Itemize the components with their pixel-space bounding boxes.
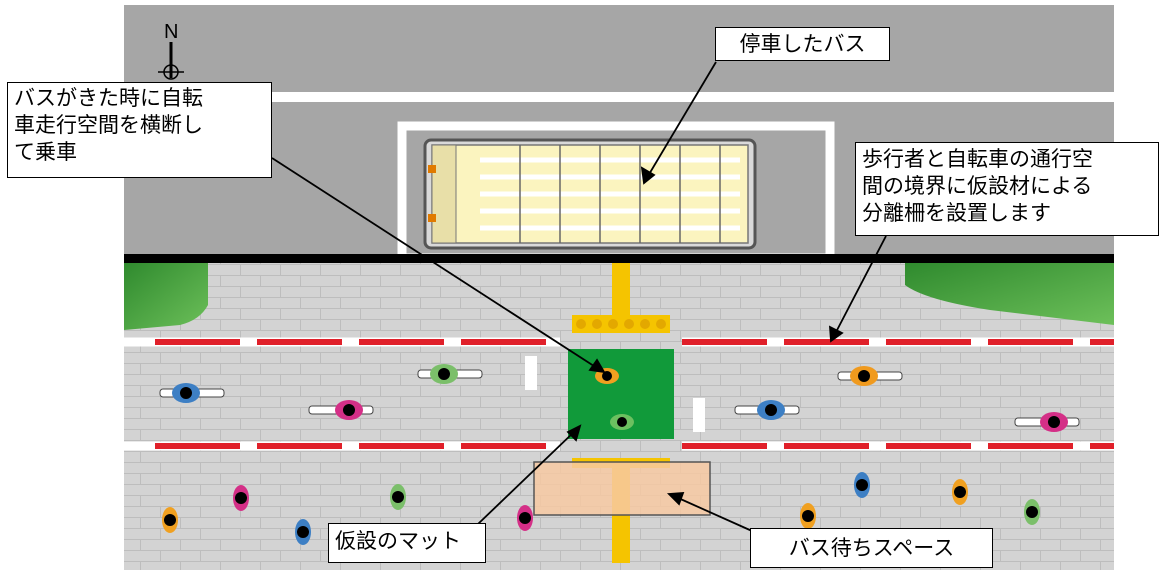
leader-arrow-crossing bbox=[271, 157, 606, 374]
callout-fence-line-3: 分離柵を設置します bbox=[862, 201, 1051, 225]
pedestrian bbox=[233, 485, 249, 511]
callout-mat-text: 仮設のマット bbox=[335, 529, 461, 553]
cyclist bbox=[159, 383, 225, 403]
cyclist bbox=[1014, 412, 1080, 432]
callout-temporary-mat: 仮設のマット bbox=[328, 523, 486, 563]
pedestrian bbox=[1024, 499, 1040, 525]
planting-right bbox=[905, 263, 1114, 325]
callout-separation-fence: 歩行者と自転車の通行空 間の境界に仮設材による 分離柵を設置します bbox=[855, 142, 1159, 236]
parked-bus bbox=[423, 138, 757, 250]
pedestrian bbox=[390, 484, 406, 510]
pedestrian bbox=[162, 507, 178, 533]
compass-label: N bbox=[164, 21, 178, 43]
pedestrian bbox=[854, 472, 870, 498]
callout-bus-wait-space: バス待ちスペース bbox=[750, 528, 993, 568]
callout-crossing-line-1: バスがきた時に自転 bbox=[14, 86, 203, 110]
callout-crossing-line-3: て乗車 bbox=[14, 140, 77, 164]
pedestrian bbox=[295, 519, 311, 545]
callout-parked-bus-text: 停車したバス bbox=[739, 32, 866, 56]
callout-parked-bus: 停車したバス bbox=[715, 27, 890, 61]
pedestrian bbox=[800, 503, 816, 529]
curb-line bbox=[124, 254, 1114, 263]
cyclist bbox=[308, 400, 374, 420]
planting-left bbox=[124, 263, 208, 330]
cyclist bbox=[734, 400, 800, 420]
white-marker bbox=[693, 398, 705, 432]
cyclist bbox=[417, 364, 483, 384]
north-arrow-icon: N bbox=[158, 21, 184, 80]
cyclist bbox=[837, 366, 903, 386]
leader-arrow-wait-space bbox=[666, 492, 753, 532]
leader-arrow-parked-bus bbox=[640, 61, 717, 185]
callout-wait-text: バス待ちスペース bbox=[788, 536, 955, 560]
pedestrian bbox=[517, 505, 533, 531]
callout-crossing-line-2: 車走行空間を横断し bbox=[14, 113, 203, 137]
callout-fence-line-2: 間の境界に仮設材による bbox=[862, 174, 1093, 198]
callout-fence-line-1: 歩行者と自転車の通行空 bbox=[862, 147, 1093, 171]
leader-arrow-fence bbox=[828, 235, 887, 343]
callout-crossing-to-board: バスがきた時に自転 車走行空間を横断し て乗車 bbox=[7, 82, 272, 178]
pedestrian bbox=[952, 479, 968, 505]
white-marker bbox=[525, 356, 537, 390]
passenger-on-mat bbox=[610, 414, 634, 430]
leader-arrow-mat bbox=[477, 424, 582, 525]
bus-wait-space bbox=[533, 461, 711, 516]
